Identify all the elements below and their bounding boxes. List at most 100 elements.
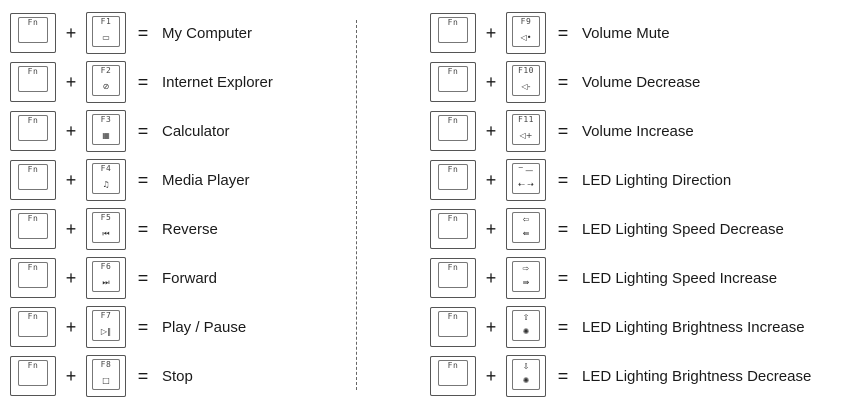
- volume-down-icon: ◁-: [521, 82, 531, 91]
- function-key: ⇧ ✺: [506, 306, 546, 348]
- fn-key: Fn: [430, 258, 476, 298]
- play-pause-icon: ▷‖: [100, 327, 112, 336]
- function-key: ⇨ ⇛: [506, 257, 546, 299]
- function-key: F10 ◁-: [506, 61, 546, 103]
- equals-sign: =: [137, 169, 149, 190]
- shortcut-description: Volume Decrease: [582, 73, 701, 91]
- plus-sign: +: [485, 71, 497, 92]
- equals-sign: =: [557, 218, 569, 239]
- fn-key-label: Fn: [447, 263, 459, 272]
- shortcut-row: Fn + F5 ⏮ = Reverse: [10, 208, 273, 250]
- fn-key: Fn: [430, 111, 476, 151]
- shortcut-row: Fn + F1 ▭ = My Computer: [10, 12, 273, 54]
- shortcut-description: Play / Pause: [162, 318, 247, 336]
- fn-key-label: Fn: [27, 18, 39, 27]
- equals-sign: =: [137, 120, 149, 141]
- function-key: F8 □: [86, 355, 126, 397]
- key-top-icon: ⇨: [522, 264, 530, 273]
- function-key-label: F2: [100, 66, 112, 75]
- shortcut-description: Internet Explorer: [162, 73, 273, 91]
- function-key: F3 ▦: [86, 110, 126, 152]
- volume-mute-icon: ◁•: [520, 33, 532, 42]
- shortcut-description: LED Lighting Speed Increase: [582, 269, 778, 287]
- fn-key-label: Fn: [447, 67, 459, 76]
- equals-sign: =: [557, 71, 569, 92]
- previous-track-icon: ⏮: [102, 229, 110, 238]
- volume-up-icon: ◁+: [519, 131, 533, 140]
- equals-sign: =: [137, 267, 149, 288]
- music-icon: ♫: [102, 180, 110, 189]
- shortcut-row: Fn + F8 □ = Stop: [10, 355, 273, 397]
- fn-key: Fn: [10, 62, 56, 102]
- plus-sign: +: [65, 169, 77, 190]
- arrow-down-icon: ✺: [522, 376, 530, 385]
- plus-sign: +: [485, 22, 497, 43]
- shortcut-description: LED Lighting Brightness Decrease: [582, 367, 812, 385]
- function-key-label: F3: [100, 115, 112, 124]
- function-key-label: F10: [518, 66, 534, 75]
- shortcut-row: Fn + F10 ◁- = Volume Decrease: [430, 61, 811, 103]
- shortcut-row: Fn + F7 ▷‖ = Play / Pause: [10, 306, 273, 348]
- plus-sign: +: [65, 22, 77, 43]
- plus-sign: +: [65, 71, 77, 92]
- shortcut-description: Stop: [162, 367, 193, 385]
- fn-key: Fn: [10, 258, 56, 298]
- shortcut-row: Fn + ⇦ ⇚ = LED Lighting Speed Decrease: [430, 208, 811, 250]
- function-key: F11 ◁+: [506, 110, 546, 152]
- shortcut-row: Fn + F4 ♫ = Media Player: [10, 159, 273, 201]
- shortcut-description: Reverse: [162, 220, 218, 238]
- shortcut-row: Fn + ⇩ ✺ = LED Lighting Brightness Decre…: [430, 355, 811, 397]
- shortcut-description: Media Player: [162, 171, 250, 189]
- shortcut-description: LED Lighting Brightness Increase: [582, 318, 805, 336]
- shortcut-description: Volume Increase: [582, 122, 694, 140]
- right-column: Fn + F9 ◁• = Volume Mute Fn + F10 ◁- = V…: [430, 12, 811, 404]
- plus-sign: +: [485, 169, 497, 190]
- equals-sign: =: [557, 169, 569, 190]
- direction-arrows-icon: ⇠ ⇢: [518, 180, 534, 189]
- function-key: F9 ◁•: [506, 12, 546, 54]
- shortcut-description: My Computer: [162, 24, 253, 42]
- next-track-icon: ⏭: [102, 278, 110, 287]
- shortcut-row: Fn + F3 ▦ = Calculator: [10, 110, 273, 152]
- fn-key: Fn: [430, 356, 476, 396]
- left-column: Fn + F1 ▭ = My Computer Fn + F2 ⊘ = Inte…: [10, 12, 273, 404]
- equals-sign: =: [557, 267, 569, 288]
- equals-sign: =: [137, 71, 149, 92]
- shortcut-row: Fn + F6 ⏭ = Forward: [10, 257, 273, 299]
- plus-sign: +: [65, 365, 77, 386]
- shortcut-row: Fn + ⇨ ⇛ = LED Lighting Speed Increase: [430, 257, 811, 299]
- fn-key-label: Fn: [27, 116, 39, 125]
- fn-key-label: Fn: [27, 263, 39, 272]
- fn-key-label: Fn: [447, 165, 459, 174]
- function-key-label: F4: [100, 164, 112, 173]
- key-top-icon: ‾ —: [518, 166, 534, 175]
- arrow-up-icon: ✺: [522, 327, 530, 336]
- fn-key: Fn: [10, 307, 56, 347]
- function-key-label: F9: [520, 17, 532, 26]
- fn-key: Fn: [10, 356, 56, 396]
- fn-key: Fn: [430, 13, 476, 53]
- shortcut-row: Fn + ⇧ ✺ = LED Lighting Brightness Incre…: [430, 306, 811, 348]
- function-key: ⇦ ⇚: [506, 208, 546, 250]
- fn-key-label: Fn: [447, 214, 459, 223]
- fn-key: Fn: [430, 307, 476, 347]
- function-key-label: F8: [100, 360, 112, 369]
- fn-key-label: Fn: [27, 312, 39, 321]
- equals-sign: =: [137, 22, 149, 43]
- computer-icon: ▭: [102, 33, 110, 42]
- fn-key-label: Fn: [447, 18, 459, 27]
- browser-icon: ⊘: [102, 82, 110, 91]
- fn-key-label: Fn: [447, 312, 459, 321]
- function-key: F1 ▭: [86, 12, 126, 54]
- function-key: ‾ — ⇠ ⇢: [506, 159, 546, 201]
- key-top-icon: ⇩: [522, 362, 530, 371]
- function-key-label: F6: [100, 262, 112, 271]
- shortcut-row: Fn + F11 ◁+ = Volume Increase: [430, 110, 811, 152]
- shortcut-row: Fn + F9 ◁• = Volume Mute: [430, 12, 811, 54]
- shortcut-row: Fn + F2 ⊘ = Internet Explorer: [10, 61, 273, 103]
- shortcut-row: Fn + ‾ — ⇠ ⇢ = LED Lighting Direction: [430, 159, 811, 201]
- fn-key: Fn: [430, 209, 476, 249]
- shortcut-description: Calculator: [162, 122, 230, 140]
- fn-key: Fn: [10, 209, 56, 249]
- fn-key: Fn: [10, 111, 56, 151]
